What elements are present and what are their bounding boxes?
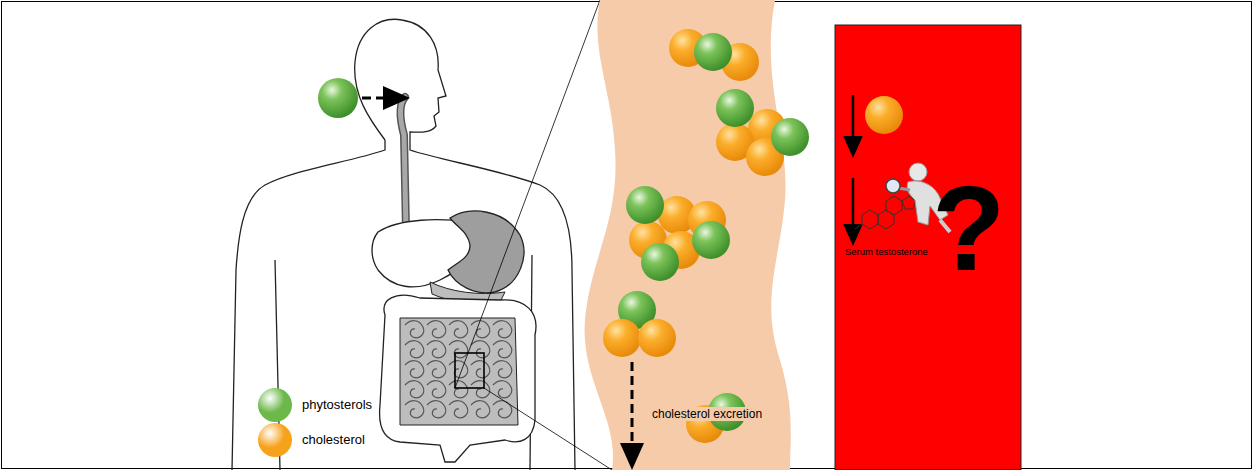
esophagus bbox=[400, 97, 455, 239]
cholesterol-sphere bbox=[865, 96, 903, 134]
zoom-box bbox=[455, 353, 484, 388]
steroid-structure bbox=[855, 196, 916, 229]
annotation-label: Serum testosterone bbox=[845, 247, 928, 257]
annotation-label: cholesterol excretion bbox=[650, 407, 764, 421]
legend-label: cholesterol bbox=[302, 432, 365, 447]
sterol-clusters bbox=[603, 29, 809, 443]
body-outline bbox=[232, 19, 575, 470]
intestinal-lumen bbox=[585, 0, 791, 470]
stomach bbox=[448, 211, 524, 293]
phytosterol-sphere bbox=[318, 78, 358, 118]
legend-label: phytosterols bbox=[302, 397, 372, 412]
blood-panel bbox=[835, 25, 1021, 470]
legend-swatch bbox=[258, 388, 292, 422]
question-mark: ? bbox=[932, 168, 1005, 288]
legend-swatch bbox=[258, 423, 292, 457]
zoom-line bbox=[484, 388, 612, 470]
intestine-loops bbox=[405, 321, 512, 418]
decrease-arrow bbox=[852, 178, 855, 236]
ingestion-arrow bbox=[362, 97, 398, 100]
excretion-arrow bbox=[631, 362, 634, 458]
esophagus bbox=[400, 97, 455, 239]
zoom-line bbox=[455, 0, 600, 388]
small-intestine bbox=[400, 318, 518, 425]
large-intestine bbox=[380, 295, 536, 462]
decrease-arrow bbox=[852, 95, 855, 148]
